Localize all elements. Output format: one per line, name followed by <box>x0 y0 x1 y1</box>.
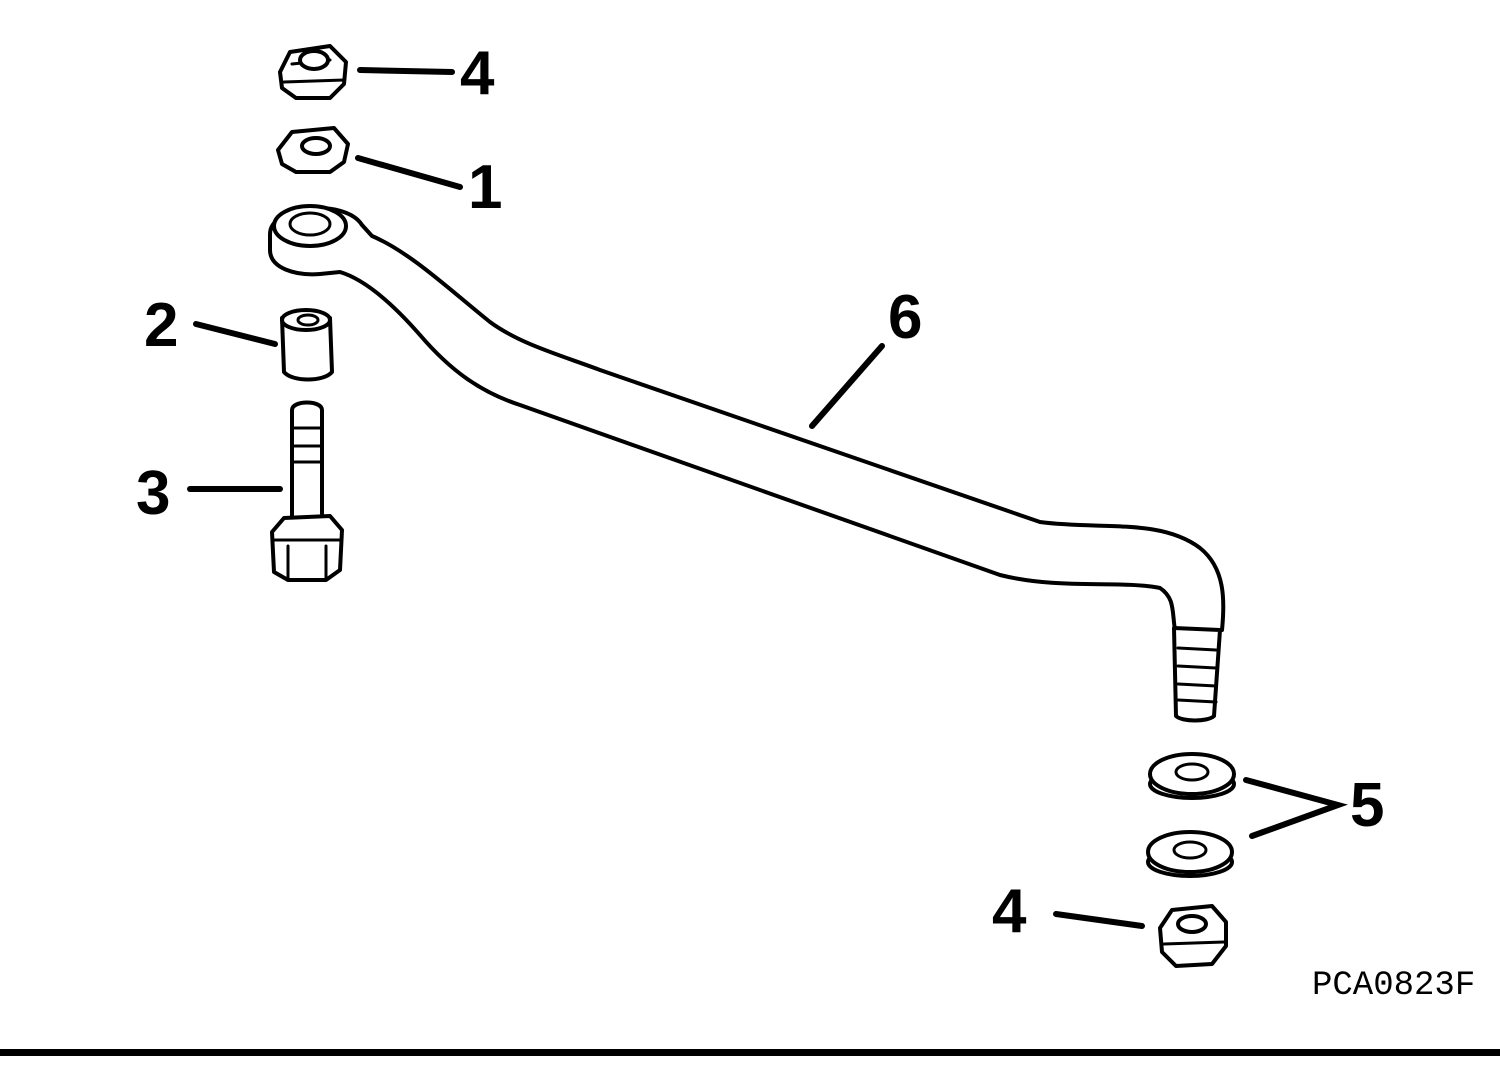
leader-spacer <box>193 321 278 347</box>
leader-hex-nut <box>355 155 463 190</box>
leader-washers <box>1243 777 1348 839</box>
callout-steering-link: 6 <box>888 283 922 352</box>
bottom-locknut-part <box>1158 904 1228 968</box>
callout-spacer: 2 <box>144 291 178 360</box>
callout-bottom-locknut: 4 <box>992 877 1027 946</box>
washers-part <box>1146 752 1236 878</box>
leader-top-locknut <box>357 67 455 75</box>
leader-bottom-locknut <box>1053 911 1145 929</box>
leader-lines <box>187 67 1348 929</box>
steering-link-part <box>268 204 1226 723</box>
leader-steering-link <box>809 343 885 429</box>
top-locknut-part <box>278 44 348 100</box>
hex-nut-part <box>276 126 350 174</box>
callout-top-locknut: 4 <box>460 39 495 108</box>
bottom-rule <box>0 1049 1500 1056</box>
spacer-part <box>280 308 334 382</box>
bolt-part <box>270 400 344 582</box>
callout-washers: 5 <box>1350 771 1384 840</box>
callout-bolt: 3 <box>136 459 170 528</box>
figure-code: PCA0823F <box>1312 967 1475 1005</box>
callout-hex-nut: 1 <box>468 153 502 222</box>
